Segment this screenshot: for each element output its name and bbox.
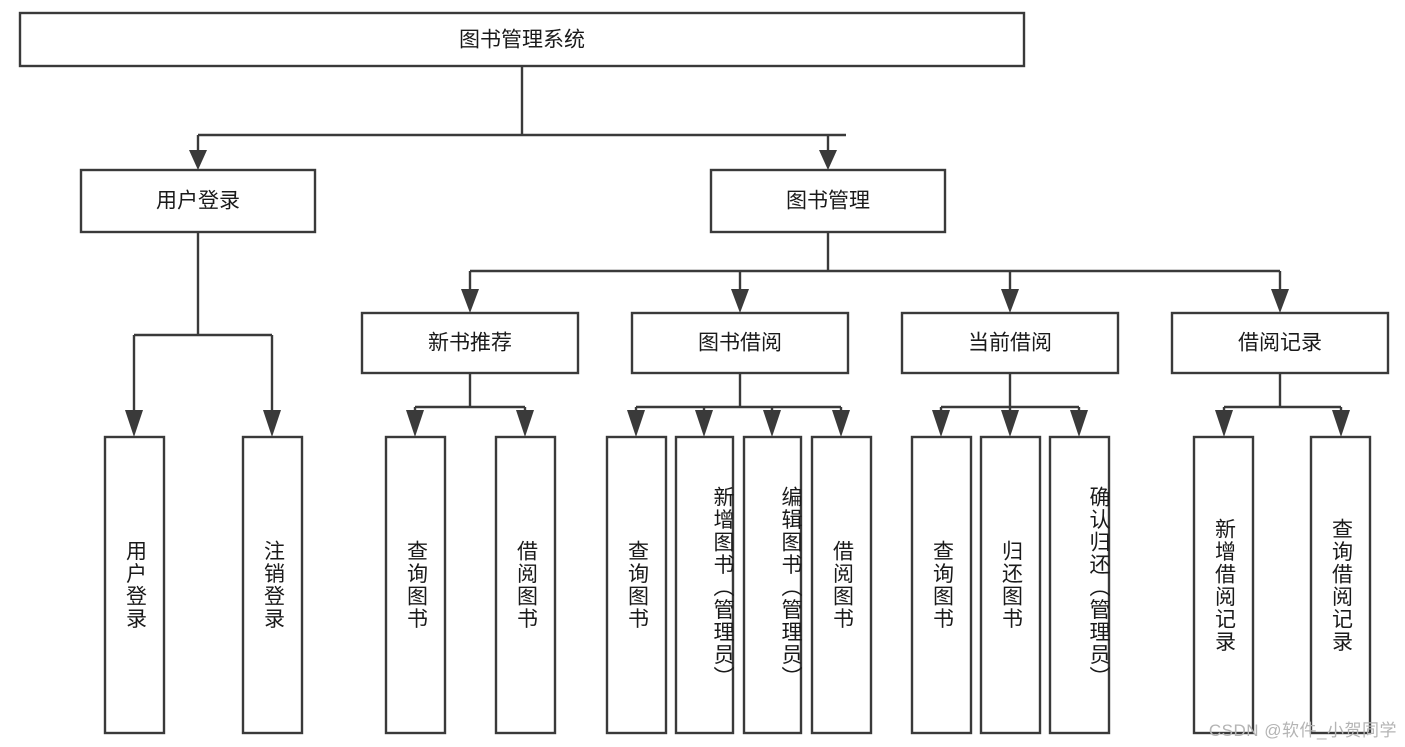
node-borrow-record-label: 借阅记录 <box>1238 332 1322 355</box>
node-new-book-recommend-label: 新书推荐 <box>428 332 512 355</box>
node-current-borrow-label: 当前借阅 <box>968 332 1052 355</box>
leaf-box-br-query-record <box>1309 435 1372 735</box>
connector-current-borrow-to-leaves <box>932 373 1088 437</box>
connector-new-book-to-leaves <box>406 373 534 437</box>
leaf-box-cb-return-book <box>979 435 1042 735</box>
connector-book-borrow-to-leaves <box>627 373 850 437</box>
node-book-management[interactable]: 图书管理 <box>709 168 947 234</box>
watermark-text: CSDN @软件_小贺同学 <box>1208 721 1397 740</box>
leaf-box-user-login <box>103 435 166 735</box>
node-user-login-label: 用户登录 <box>156 190 240 213</box>
leaf-box-bb-add-book <box>674 435 735 735</box>
node-book-borrow[interactable]: 图书借阅 <box>630 311 850 375</box>
leaf-box-cb-query-book <box>910 435 973 735</box>
leaf-box-bb-borrow-book <box>810 435 873 735</box>
connector-root-to-level2 <box>189 66 846 170</box>
leaf-box-nbr-query-book <box>384 435 447 735</box>
node-user-login[interactable]: 用户登录 <box>79 168 317 234</box>
node-book-borrow-label: 图书借阅 <box>698 332 782 355</box>
connector-book-mgmt-to-level3 <box>461 232 1289 313</box>
node-borrow-record[interactable]: 借阅记录 <box>1170 311 1390 375</box>
leaf-box-nbr-borrow-book <box>494 435 557 735</box>
node-root-system[interactable]: 图书管理系统 <box>18 11 1026 68</box>
node-root-system-label: 图书管理系统 <box>459 29 585 52</box>
connector-user-login-to-leaves <box>125 232 281 437</box>
leaf-boxes <box>103 435 1372 735</box>
node-book-management-label: 图书管理 <box>786 190 870 213</box>
node-new-book-recommend[interactable]: 新书推荐 <box>360 311 580 375</box>
leaf-box-br-add-record <box>1192 435 1255 735</box>
node-current-borrow[interactable]: 当前借阅 <box>900 311 1120 375</box>
leaf-box-cb-confirm-return <box>1048 435 1111 735</box>
leaf-box-bb-edit-book <box>742 435 803 735</box>
leaf-box-bb-query-book <box>605 435 668 735</box>
leaf-box-logout <box>241 435 304 735</box>
connector-borrow-record-to-leaves <box>1215 373 1350 437</box>
